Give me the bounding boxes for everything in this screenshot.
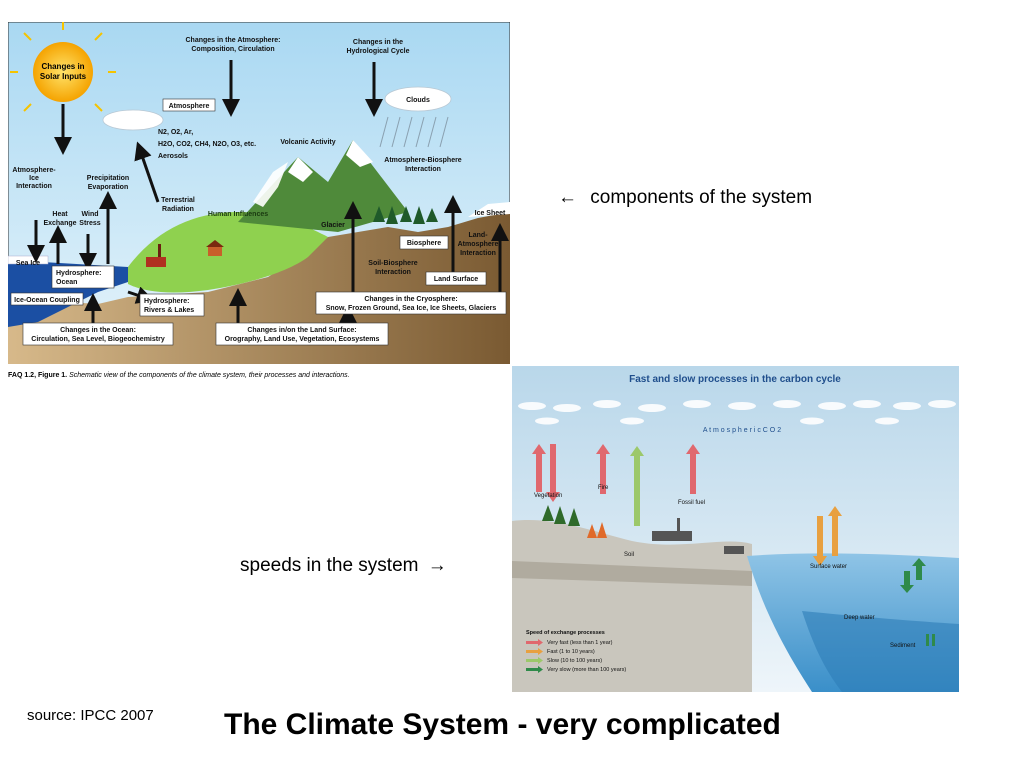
gases-1: N2, O2, Ar,: [158, 129, 193, 136]
carbon-trees: [542, 505, 580, 526]
house-icon: [206, 240, 224, 256]
atmosphere-label: Atmosphere: [169, 103, 210, 110]
legend-label: Very slow (more than 100 years): [547, 667, 626, 673]
climate-system-diagram: Changes in Solar Inputs Changes in the A…: [7, 21, 511, 365]
legend-label: Fast (1 to 10 years): [547, 649, 595, 655]
carbon-arrows: [532, 444, 935, 646]
faq-caption-italic: Schematic view of the components of the …: [69, 372, 350, 379]
land-changes-2: Orography, Land Use, Vegetation, Ecosyst…: [225, 336, 380, 343]
green-land-shape: [128, 212, 328, 293]
fossil-label: Fossil fuel: [678, 500, 705, 506]
surface-water-label: Surface water: [810, 564, 847, 570]
legend-swatch: [526, 639, 543, 646]
atm-ice-1: Atmosphere-: [12, 167, 56, 174]
hydro-changes-1: Changes in the: [353, 39, 403, 46]
faq-caption-bold: FAQ 1.2, Figure 1.: [8, 372, 68, 379]
carbon-clouds: [518, 400, 956, 425]
terrestrial-1: Terrestrial: [161, 197, 195, 204]
hydro-rivers-2: Rivers & Lakes: [144, 307, 194, 314]
fire-icon: [587, 522, 607, 538]
volcanic-label: Volcanic Activity: [280, 139, 335, 146]
hydro-ocean-2: Ocean: [56, 279, 77, 286]
legend-swatch: [526, 648, 543, 655]
human-label: Human Influences: [208, 211, 268, 218]
clouds-label: Clouds: [406, 97, 430, 104]
sea-ice-label: Sea Ice: [16, 260, 40, 267]
speeds-caption: speeds in the system →: [240, 555, 447, 577]
wind-2: Stress: [79, 220, 101, 227]
land-atm-2: Atmosphere: [458, 241, 499, 248]
gases-2: H2O, CO2, CH4, N2O, O3, etc.: [158, 141, 256, 148]
carbon-land: [512, 520, 752, 692]
carbon-title: Fast and slow processes in the carbon cy…: [629, 374, 841, 385]
land-changes-1: Changes in/on the Land Surface:: [247, 327, 356, 334]
biosphere-label: Biosphere: [407, 240, 441, 247]
source-note: source: IPCC 2007: [27, 707, 154, 724]
arrow-left-icon: ←: [558, 187, 577, 208]
heat-1: Heat: [52, 211, 68, 218]
speeds-caption-text: speeds in the system: [240, 555, 419, 576]
carbon-cycle-diagram: Fast and slow processes in the carbon cy…: [512, 366, 959, 692]
fire-label: Fire: [598, 485, 609, 491]
gases-3: Aerosols: [158, 153, 188, 160]
soil-bio-2: Interaction: [375, 269, 411, 276]
heat-2: Exchange: [43, 220, 76, 227]
legend-swatch: [526, 666, 543, 673]
terrestrial-2: Radiation: [162, 206, 194, 213]
trees-shape: [373, 206, 438, 224]
solar-label-1: Changes in: [41, 62, 84, 71]
cloud-icon: [384, 86, 452, 112]
components-caption: ← components of the system: [558, 187, 812, 209]
factory-icon: [146, 244, 166, 267]
legend-label: Very fast (less than 1 year): [547, 640, 613, 646]
factory-icon: [652, 518, 744, 554]
land-atm-3: Interaction: [460, 250, 496, 257]
ice-sheet-label: Ice Sheet: [475, 210, 506, 217]
atm-ice-2: Ice: [29, 175, 39, 182]
land-surface-label: Land Surface: [434, 276, 478, 283]
hydro-rivers-1: Hydrosphere:: [144, 298, 190, 305]
precip-2: Evaporation: [88, 184, 128, 191]
soil-bio-1: Soil-Biosphere: [368, 260, 418, 267]
legend-title: Speed of exchange processes: [526, 630, 605, 636]
climate-system-figure: Changes in Solar Inputs Changes in the A…: [7, 21, 511, 365]
soil-label: Soil: [624, 552, 634, 558]
land-atm-1: Land-: [468, 232, 488, 239]
precip-1: Precipitation: [87, 175, 129, 182]
atm-bio-1: Atmosphere-Biosphere: [384, 157, 462, 164]
slide-title: The Climate System - very complicated: [224, 708, 781, 741]
legend-swatch: [526, 657, 543, 664]
atmospheric-co2-label: A t m o s p h e r i c C O 2: [703, 427, 781, 434]
sediment-label: Sediment: [890, 643, 916, 649]
ocean-changes-2: Circulation, Sea Level, Biogeochemistry: [31, 336, 165, 343]
ocean-changes-1: Changes in the Ocean:: [60, 327, 136, 334]
components-caption-text: components of the system: [590, 187, 813, 208]
carbon-cycle-figure: Fast and slow processes in the carbon cy…: [512, 366, 959, 692]
ice-ocean-label: Ice-Ocean Coupling: [14, 297, 80, 304]
cryo-1: Changes in the Cryosphere:: [364, 296, 457, 303]
speed-legend: Speed of exchange processes Very fast (l…: [526, 630, 626, 673]
deep-water-label: Deep water: [844, 615, 875, 621]
atm-ice-3: Interaction: [16, 183, 52, 190]
legend-label: Slow (10 to 100 years): [547, 658, 602, 664]
cryo-2: Snow, Frozen Ground, Sea Ice, Ice Sheets…: [326, 305, 497, 312]
sun-icon: [10, 22, 116, 122]
glacier-label: Glacier: [321, 222, 345, 229]
vegetation-label: Vegetation: [534, 493, 562, 499]
cloud-icon: [102, 109, 164, 131]
arrow-right-icon: →: [427, 555, 447, 576]
faq-caption: FAQ 1.2, Figure 1. Schematic view of the…: [8, 372, 350, 379]
wind-1: Wind: [81, 211, 98, 218]
atm-bio-2: Interaction: [405, 166, 441, 173]
hydro-ocean-1: Hydrosphere:: [56, 270, 102, 277]
solar-label-2: Solar Inputs: [40, 72, 87, 81]
atm-changes-2: Composition, Circulation: [191, 46, 274, 53]
hydro-changes-2: Hydrological Cycle: [346, 48, 409, 55]
atm-changes-1: Changes in the Atmosphere:: [185, 37, 280, 44]
